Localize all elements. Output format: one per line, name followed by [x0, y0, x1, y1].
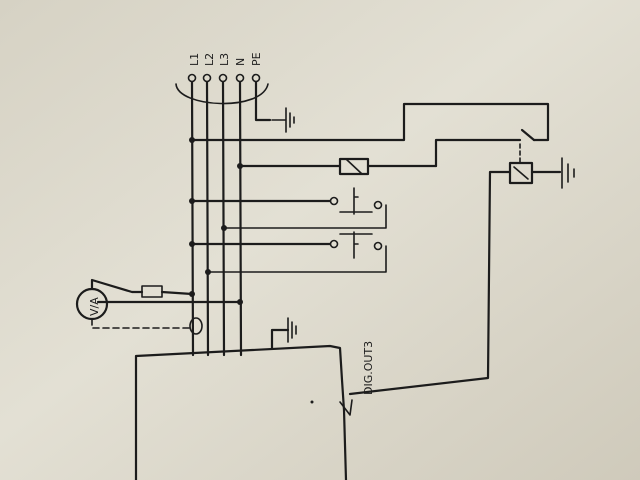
contact-feed-wire	[190, 102, 550, 142]
button-2-contact-right	[373, 241, 383, 251]
push-button-1	[190, 187, 387, 229]
relay-contact-blade	[520, 128, 536, 142]
terminal-labels: L1 L2 L3 N PE	[188, 52, 263, 66]
bus-wires	[190, 80, 272, 357]
button-1-contact-left	[329, 196, 339, 206]
meter-wire	[90, 278, 144, 294]
button-2-contact-left	[329, 239, 339, 249]
terminal-label-3: L3	[218, 53, 231, 66]
terminal-label-4: N	[234, 58, 247, 66]
ground-symbol-top	[271, 107, 295, 133]
coil-diagonal	[345, 158, 363, 175]
contact-rung	[190, 102, 550, 168]
relay-ground-symbol	[561, 157, 575, 189]
output-label: DIG.OUT3	[362, 341, 375, 395]
bus-wire-1	[190, 80, 195, 357]
controller-output-mark	[339, 399, 353, 416]
bus-wire-2	[205, 80, 210, 357]
contact-return-wire	[434, 138, 522, 168]
terminal-label-5: PE	[250, 52, 263, 66]
push-button-2	[190, 231, 387, 273]
output-relay-wire	[348, 141, 575, 396]
fuse-wire	[160, 290, 194, 296]
button-1-actuator	[223, 187, 387, 229]
terminal-label-1: L1	[188, 53, 201, 66]
relay-coil-diagonal	[513, 166, 529, 180]
coil-rung	[238, 157, 438, 176]
current-transformer	[189, 317, 203, 335]
terminal-label-2: L2	[203, 53, 216, 66]
terminal-bracket	[175, 83, 269, 105]
bus-wire-4	[238, 80, 243, 357]
dig-out-wire	[348, 170, 512, 396]
ground-symbol-controller	[270, 317, 297, 350]
button-1-contact-right	[373, 200, 383, 210]
dashed-wire	[91, 318, 191, 329]
button-2-actuator	[207, 231, 387, 273]
ground-wire	[270, 328, 290, 350]
pe-wire	[254, 80, 272, 122]
meter-label: V/A	[88, 297, 101, 316]
meter-circuit: V/A	[75, 278, 242, 335]
controller-outline	[134, 344, 348, 480]
controller-dot	[310, 400, 314, 404]
controller-box: DIG.OUT3	[134, 341, 375, 480]
bus-wire-3	[221, 80, 226, 357]
